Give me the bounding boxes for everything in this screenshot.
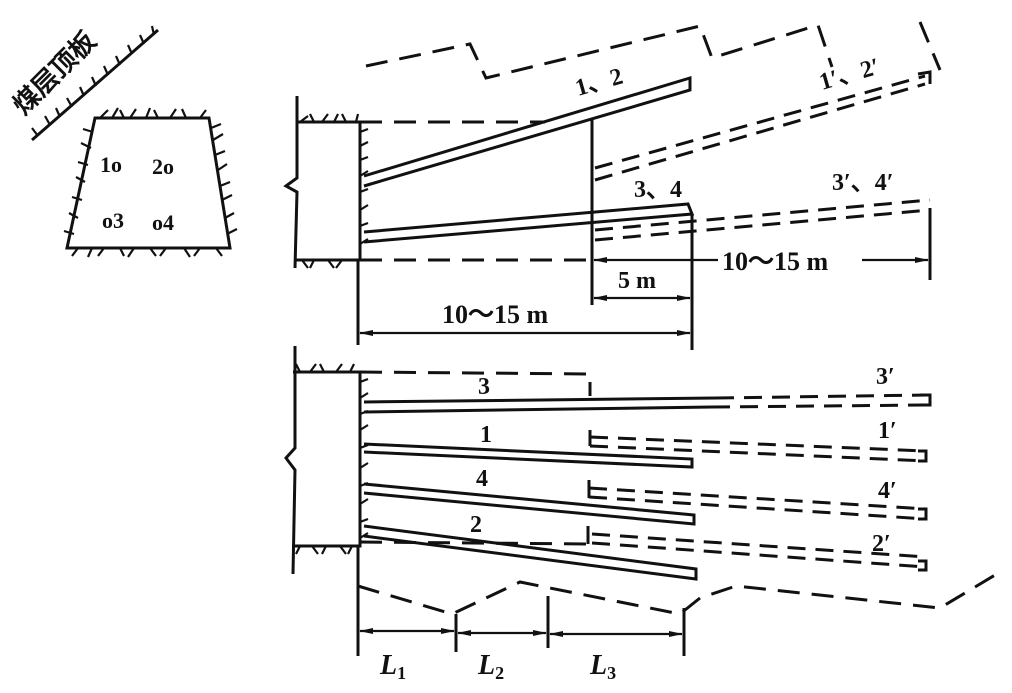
bolt-1-label: 1 (480, 422, 492, 448)
bolt-2-next-label: 2′ (872, 531, 891, 557)
bolt-1-2-label: 1、2 (572, 64, 625, 102)
bolt-3-4-label: 3、4 (634, 177, 682, 203)
bolt-1-2-next (594, 70, 932, 182)
working-face-block-lower (284, 346, 362, 575)
floor-profile-dashed (357, 570, 1001, 616)
bolt-3-next (711, 393, 932, 409)
bolt-3-next-label: 3′ (876, 364, 895, 390)
bolt-3 (363, 396, 717, 414)
dim-next-length-label: 10～15 m (722, 247, 829, 276)
bolt-3-4 (363, 202, 695, 244)
lower-view: 3 3′ 1 1′ 4 4′ (284, 346, 1001, 683)
tunnel-section-outline (65, 116, 232, 250)
roof-label: 煤层顶板 (8, 26, 103, 121)
bolt-4 (363, 482, 696, 526)
dim-first-length-label: 10～15 m (442, 300, 549, 329)
bolt-2-label: 2 (470, 512, 482, 538)
bolt-1-next-label: 1′ (878, 418, 897, 444)
dim-overlap-label: 5 m (618, 268, 656, 294)
bolt-1-2 (363, 75, 692, 188)
face-hatching-upper (299, 113, 369, 269)
bolt-2-next (359, 526, 928, 572)
dim-l1-subscript: 1 (397, 663, 406, 683)
roof-line-lower (359, 370, 592, 396)
inset-cross-section: 煤层顶板 1o 2o o3 o4 (8, 25, 238, 258)
dim-l3-subscript: 3 (607, 663, 616, 683)
hole-1-label: 1o (100, 152, 122, 177)
bolt-3-4-next (594, 198, 932, 280)
upper-view: 1、2 1′、2′ 3、4 3′、4′ 10～15 m 5 (283, 21, 942, 350)
dim-l3-label: L3 (589, 650, 616, 683)
hole-2-label: 2o (152, 154, 174, 179)
hole-3-label: o3 (102, 208, 124, 233)
roof-hatch-line (31, 25, 159, 142)
face-hatching-lower (295, 363, 369, 555)
dim-l2-letter: L (477, 650, 495, 681)
bolt-1-next (588, 430, 928, 463)
bolt-4-next (587, 480, 928, 521)
hole-4-label: o4 (152, 210, 174, 235)
bolt-1 (363, 442, 694, 469)
bolt-4-next-label: 4′ (878, 478, 897, 504)
roof-profile-dashed-2 (918, 21, 942, 71)
dim-l3-letter: L (589, 650, 607, 681)
bolt-2 (363, 524, 698, 581)
dim-l1-label: L1 (379, 650, 406, 683)
roof-profile-dashed (365, 23, 834, 80)
dim-l2-label: L2 (477, 650, 504, 683)
dim-l1-letter: L (379, 650, 397, 681)
bolt-4-label: 4 (476, 466, 488, 492)
dim-l2-subscript: 2 (495, 663, 504, 683)
bolt-3-label: 3 (478, 374, 490, 400)
bolt-3-4-next-label: 3′、4′ (832, 170, 894, 196)
section-hatching (63, 107, 238, 258)
